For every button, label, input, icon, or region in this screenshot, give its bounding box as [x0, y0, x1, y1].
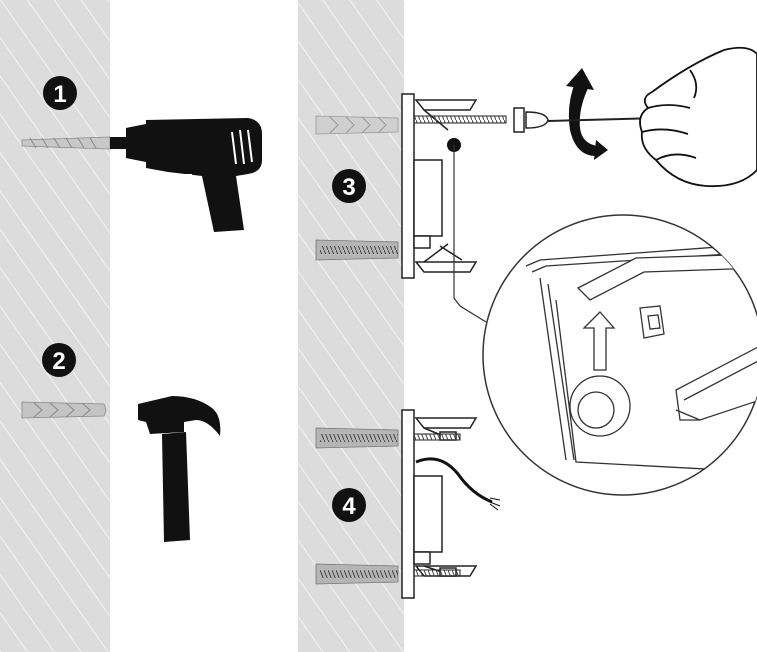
- wall-plug-bottom-4: [315, 563, 399, 585]
- step-2-number: 2: [52, 348, 65, 375]
- step-1-badge: 1: [43, 76, 77, 110]
- step-1-number: 1: [53, 81, 66, 108]
- hammer-icon: [138, 396, 221, 542]
- step-2-badge: 2: [42, 343, 76, 377]
- right-wall: [298, 0, 404, 652]
- drill-icon: [110, 118, 262, 232]
- detail-leader: [447, 138, 487, 323]
- wall-plug-top-3: [315, 115, 399, 135]
- wall-plug-top-4: [315, 427, 399, 449]
- screw-top-4: [413, 433, 461, 441]
- wall-plug-icon: [21, 401, 107, 419]
- hand-icon: [639, 46, 757, 188]
- screw-icon: [413, 107, 549, 133]
- cable-icon: [415, 457, 501, 511]
- wall-plug-bottom-3: [315, 239, 399, 261]
- device-frame-3: [401, 93, 478, 279]
- device-frame-4: [401, 409, 478, 599]
- step-3-badge: 3: [332, 169, 366, 203]
- screw-bottom-4: [413, 569, 461, 577]
- step-3-number: 3: [342, 174, 355, 201]
- step-4-badge: 4: [332, 488, 366, 522]
- detail-magnifier: [482, 214, 757, 496]
- step-4-number: 4: [342, 493, 356, 520]
- rotation-arrow-icon: [566, 68, 608, 160]
